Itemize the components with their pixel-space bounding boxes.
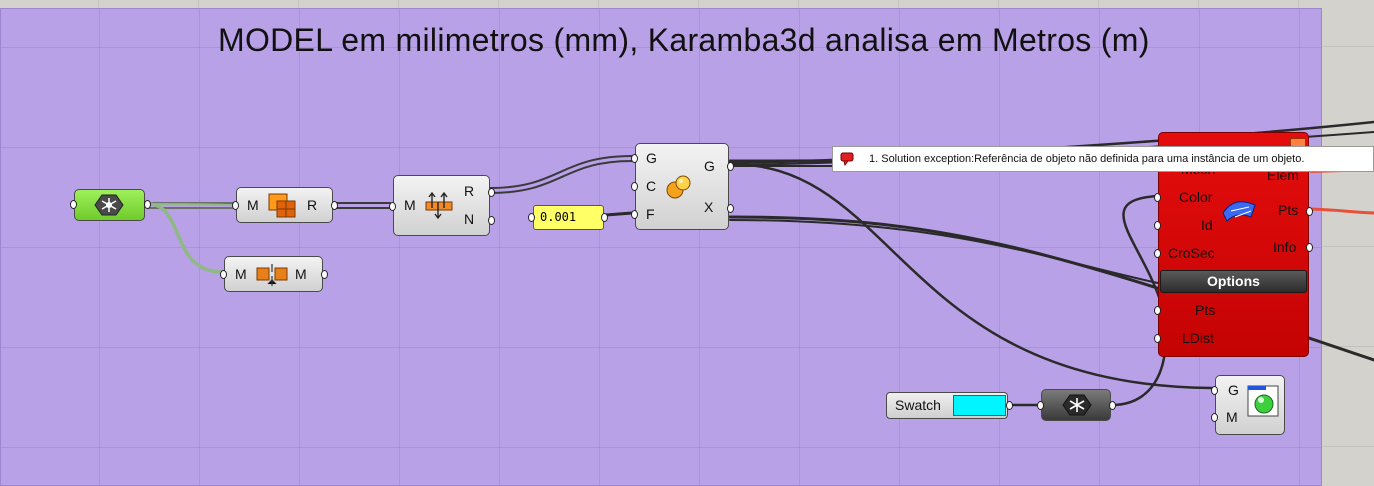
input-label-m: M: [247, 197, 259, 213]
output-port[interactable]: [144, 200, 151, 209]
mesh-normals-icon: [424, 190, 456, 223]
output-port[interactable]: [488, 216, 495, 225]
input-label-m: M: [404, 197, 416, 213]
options-button[interactable]: Options: [1160, 270, 1307, 293]
scale-icon: [665, 173, 693, 204]
group-title: MODEL em milimetros (mm), Karamba3d anal…: [218, 22, 1150, 58]
output-port[interactable]: [727, 204, 734, 213]
input-label-g: G: [646, 150, 657, 166]
swatch-label: Swatch: [895, 397, 941, 413]
output-label-m: M: [295, 266, 307, 282]
wire: [146, 202, 224, 274]
shell-mesh-icon: [1221, 195, 1257, 228]
output-port[interactable]: [321, 270, 328, 279]
input-port[interactable]: [232, 201, 239, 210]
custom-preview-component[interactable]: G M: [1211, 375, 1285, 435]
input-label-m: M: [235, 266, 247, 282]
output-label-g: G: [704, 158, 715, 174]
output-port[interactable]: [1306, 243, 1313, 252]
input-port[interactable]: [70, 200, 77, 209]
input-port[interactable]: [1154, 306, 1161, 315]
input-port[interactable]: [1154, 221, 1161, 230]
error-message: 1. Solution exception:Referência de obje…: [869, 153, 1305, 165]
error-balloon-icon: [840, 152, 854, 169]
number-parameter[interactable]: 0.001: [533, 205, 604, 230]
mesh-parameter[interactable]: [70, 189, 151, 221]
mesh-explode-icon: [255, 262, 289, 291]
wire: [728, 162, 1214, 390]
input-port[interactable]: [631, 210, 638, 219]
color-component[interactable]: [1037, 389, 1116, 421]
output-port[interactable]: [1109, 401, 1116, 410]
wire: [604, 211, 634, 217]
input-port[interactable]: [1154, 249, 1161, 258]
output-port[interactable]: [1306, 207, 1313, 216]
wire: [1309, 207, 1374, 215]
output-label-n: N: [464, 211, 475, 227]
output-port[interactable]: [727, 162, 734, 171]
wire: [729, 219, 1159, 284]
mesh-param-icon: [93, 194, 125, 216]
input-port[interactable]: [631, 154, 638, 163]
input-label-g: G: [1228, 382, 1239, 398]
mesh-faces-icon: [267, 192, 299, 223]
input-label-id: Id: [1201, 217, 1213, 233]
mesh-faces-component[interactable]: M R: [232, 187, 338, 223]
output-label-r: R: [307, 197, 318, 213]
color-wheel-icon: [1062, 394, 1092, 419]
output-port[interactable]: [488, 188, 495, 197]
error-tooltip: 1. Solution exception:Referência de obje…: [832, 146, 1374, 172]
colour-swatch[interactable]: Swatch: [886, 392, 1013, 419]
input-port[interactable]: [389, 202, 396, 211]
custom-preview-icon: [1247, 385, 1279, 420]
mesh-explode-component[interactable]: M M: [220, 256, 328, 292]
input-label-ldist: LDist: [1182, 330, 1214, 346]
input-port[interactable]: [1211, 413, 1218, 422]
input-port[interactable]: [1154, 193, 1161, 202]
output-label-info: Info: [1273, 239, 1297, 255]
output-port[interactable]: [601, 213, 608, 222]
output-label-r: R: [464, 183, 475, 199]
input-port[interactable]: [1154, 334, 1161, 343]
wire: [489, 155, 633, 189]
output-label-pts: Pts: [1278, 202, 1299, 218]
input-port[interactable]: [1211, 386, 1218, 395]
input-port[interactable]: [220, 270, 227, 279]
input-label-f: F: [646, 206, 655, 222]
input-label-c: C: [646, 178, 657, 194]
output-port[interactable]: [331, 201, 338, 210]
wire: [147, 203, 234, 206]
input-port[interactable]: [631, 182, 638, 191]
input-label-color: Color: [1179, 189, 1213, 205]
swatch-color[interactable]: [953, 395, 1006, 416]
output-label-x: X: [704, 199, 714, 215]
input-label-crosec: CroSec: [1168, 245, 1215, 261]
scale-component[interactable]: G C F G X: [631, 143, 734, 230]
wire: [489, 160, 633, 194]
input-port[interactable]: [528, 213, 535, 222]
mesh-normals-component[interactable]: M R N: [389, 175, 495, 236]
input-label-pts: Pts: [1195, 302, 1216, 318]
input-port[interactable]: [1037, 401, 1044, 410]
output-port[interactable]: [1006, 401, 1013, 410]
input-label-m: M: [1226, 409, 1238, 425]
